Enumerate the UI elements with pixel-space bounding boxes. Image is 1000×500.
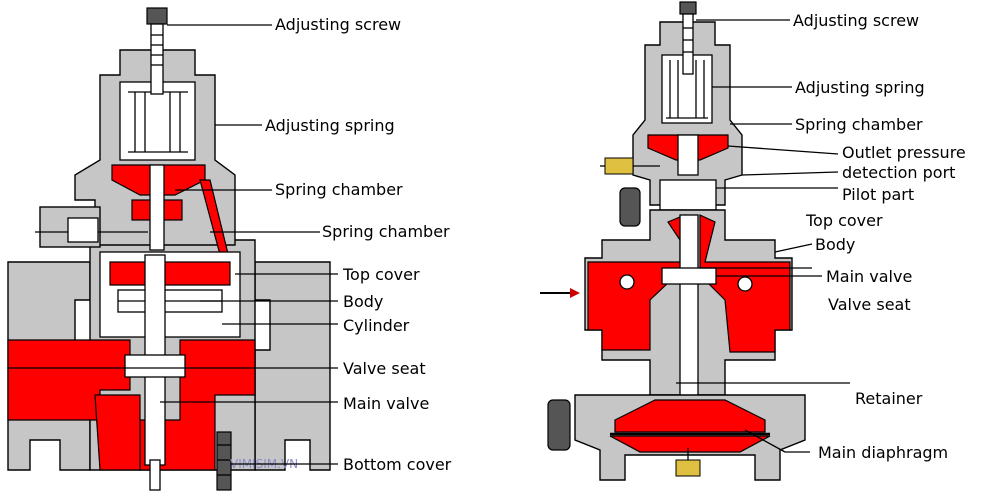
label-outlet-pressure-line2: detection port (842, 163, 955, 182)
label-main-valve-right: Main valve (826, 267, 912, 286)
label-body-right: Body (815, 235, 855, 254)
label-main-valve-left: Main valve (343, 394, 429, 413)
left-valve-side-fitting (35, 206, 148, 248)
right-valve-pilot-part (659, 179, 717, 211)
left-valve-drain-plug (149, 459, 161, 491)
right-valve-pilot-knob (619, 187, 641, 227)
label-adjusting-screw-right: Adjusting screw (793, 11, 919, 30)
label-retainer-right: Retainer (855, 389, 923, 408)
left-valve: VIMISIM.VN (7, 7, 331, 491)
label-spring-chamber-right: Spring chamber (795, 115, 923, 134)
label-valve-seat-right: Valve seat (828, 295, 911, 314)
label-bottom-cover-left: Bottom cover (343, 455, 452, 474)
right-valve-labels: Adjusting screw Adjusting spring Spring … (793, 11, 966, 462)
right-valve-retainer-chamber (614, 399, 766, 433)
label-top-cover-right: Top cover (805, 211, 883, 230)
inlet-arrow (540, 288, 580, 298)
label-adjusting-spring-right: Adjusting spring (795, 78, 925, 97)
left-valve-outlet-passage (139, 339, 256, 471)
label-main-diaphragm-right: Main diaphragm (818, 443, 948, 462)
label-adjusting-spring-left: Adjusting spring (265, 116, 395, 135)
right-valve-bottom-fitting (675, 459, 701, 477)
label-body-left: Body (343, 292, 383, 311)
right-valve-outlet-port-hole (737, 276, 753, 292)
left-valve-bottom-bolt (216, 431, 232, 491)
label-top-cover-left: Top cover (342, 265, 420, 284)
label-spring-chamber-left-2: Spring chamber (322, 222, 450, 241)
label-pilot-part-right: Pilot part (842, 185, 914, 204)
left-valve-labels: Adjusting screw Adjusting spring Spring … (265, 15, 452, 474)
left-valve-pilot-stem (149, 164, 165, 251)
label-spring-chamber-left-1: Spring chamber (275, 180, 403, 199)
right-valve-main-valve-disc (661, 267, 717, 285)
right-valve-inlet-port-hole (619, 274, 635, 290)
right-valve-outlet-port-fitting (600, 157, 660, 175)
right-valve-housing-knob (547, 399, 571, 451)
left-valve-lower-chamber (94, 394, 141, 471)
left-valve-adjusting-screw (146, 7, 168, 95)
right-valve-adjusting-screw (679, 1, 697, 75)
left-valve-seat-ring (124, 354, 186, 378)
left-valve-leaders (8, 24, 338, 465)
right-valve-leaders (676, 19, 850, 453)
right-valve-pilot-stem (677, 134, 699, 176)
right-valve-adjusting-spring (666, 60, 708, 119)
left-valve-spring-cavity (119, 81, 196, 161)
label-cylinder-left: Cylinder (343, 316, 410, 335)
left-valve-top-cover-chamber (109, 261, 231, 286)
label-outlet-pressure-line1: Outlet pressure (842, 143, 966, 162)
right-valve-diaphragm-chamber (609, 435, 771, 453)
label-valve-seat-left: Valve seat (343, 359, 426, 378)
label-adjusting-screw-left: Adjusting screw (275, 15, 401, 34)
left-valve-right-flange (254, 261, 331, 471)
right-valve (540, 1, 806, 481)
right-valve-main-stem (679, 214, 699, 421)
